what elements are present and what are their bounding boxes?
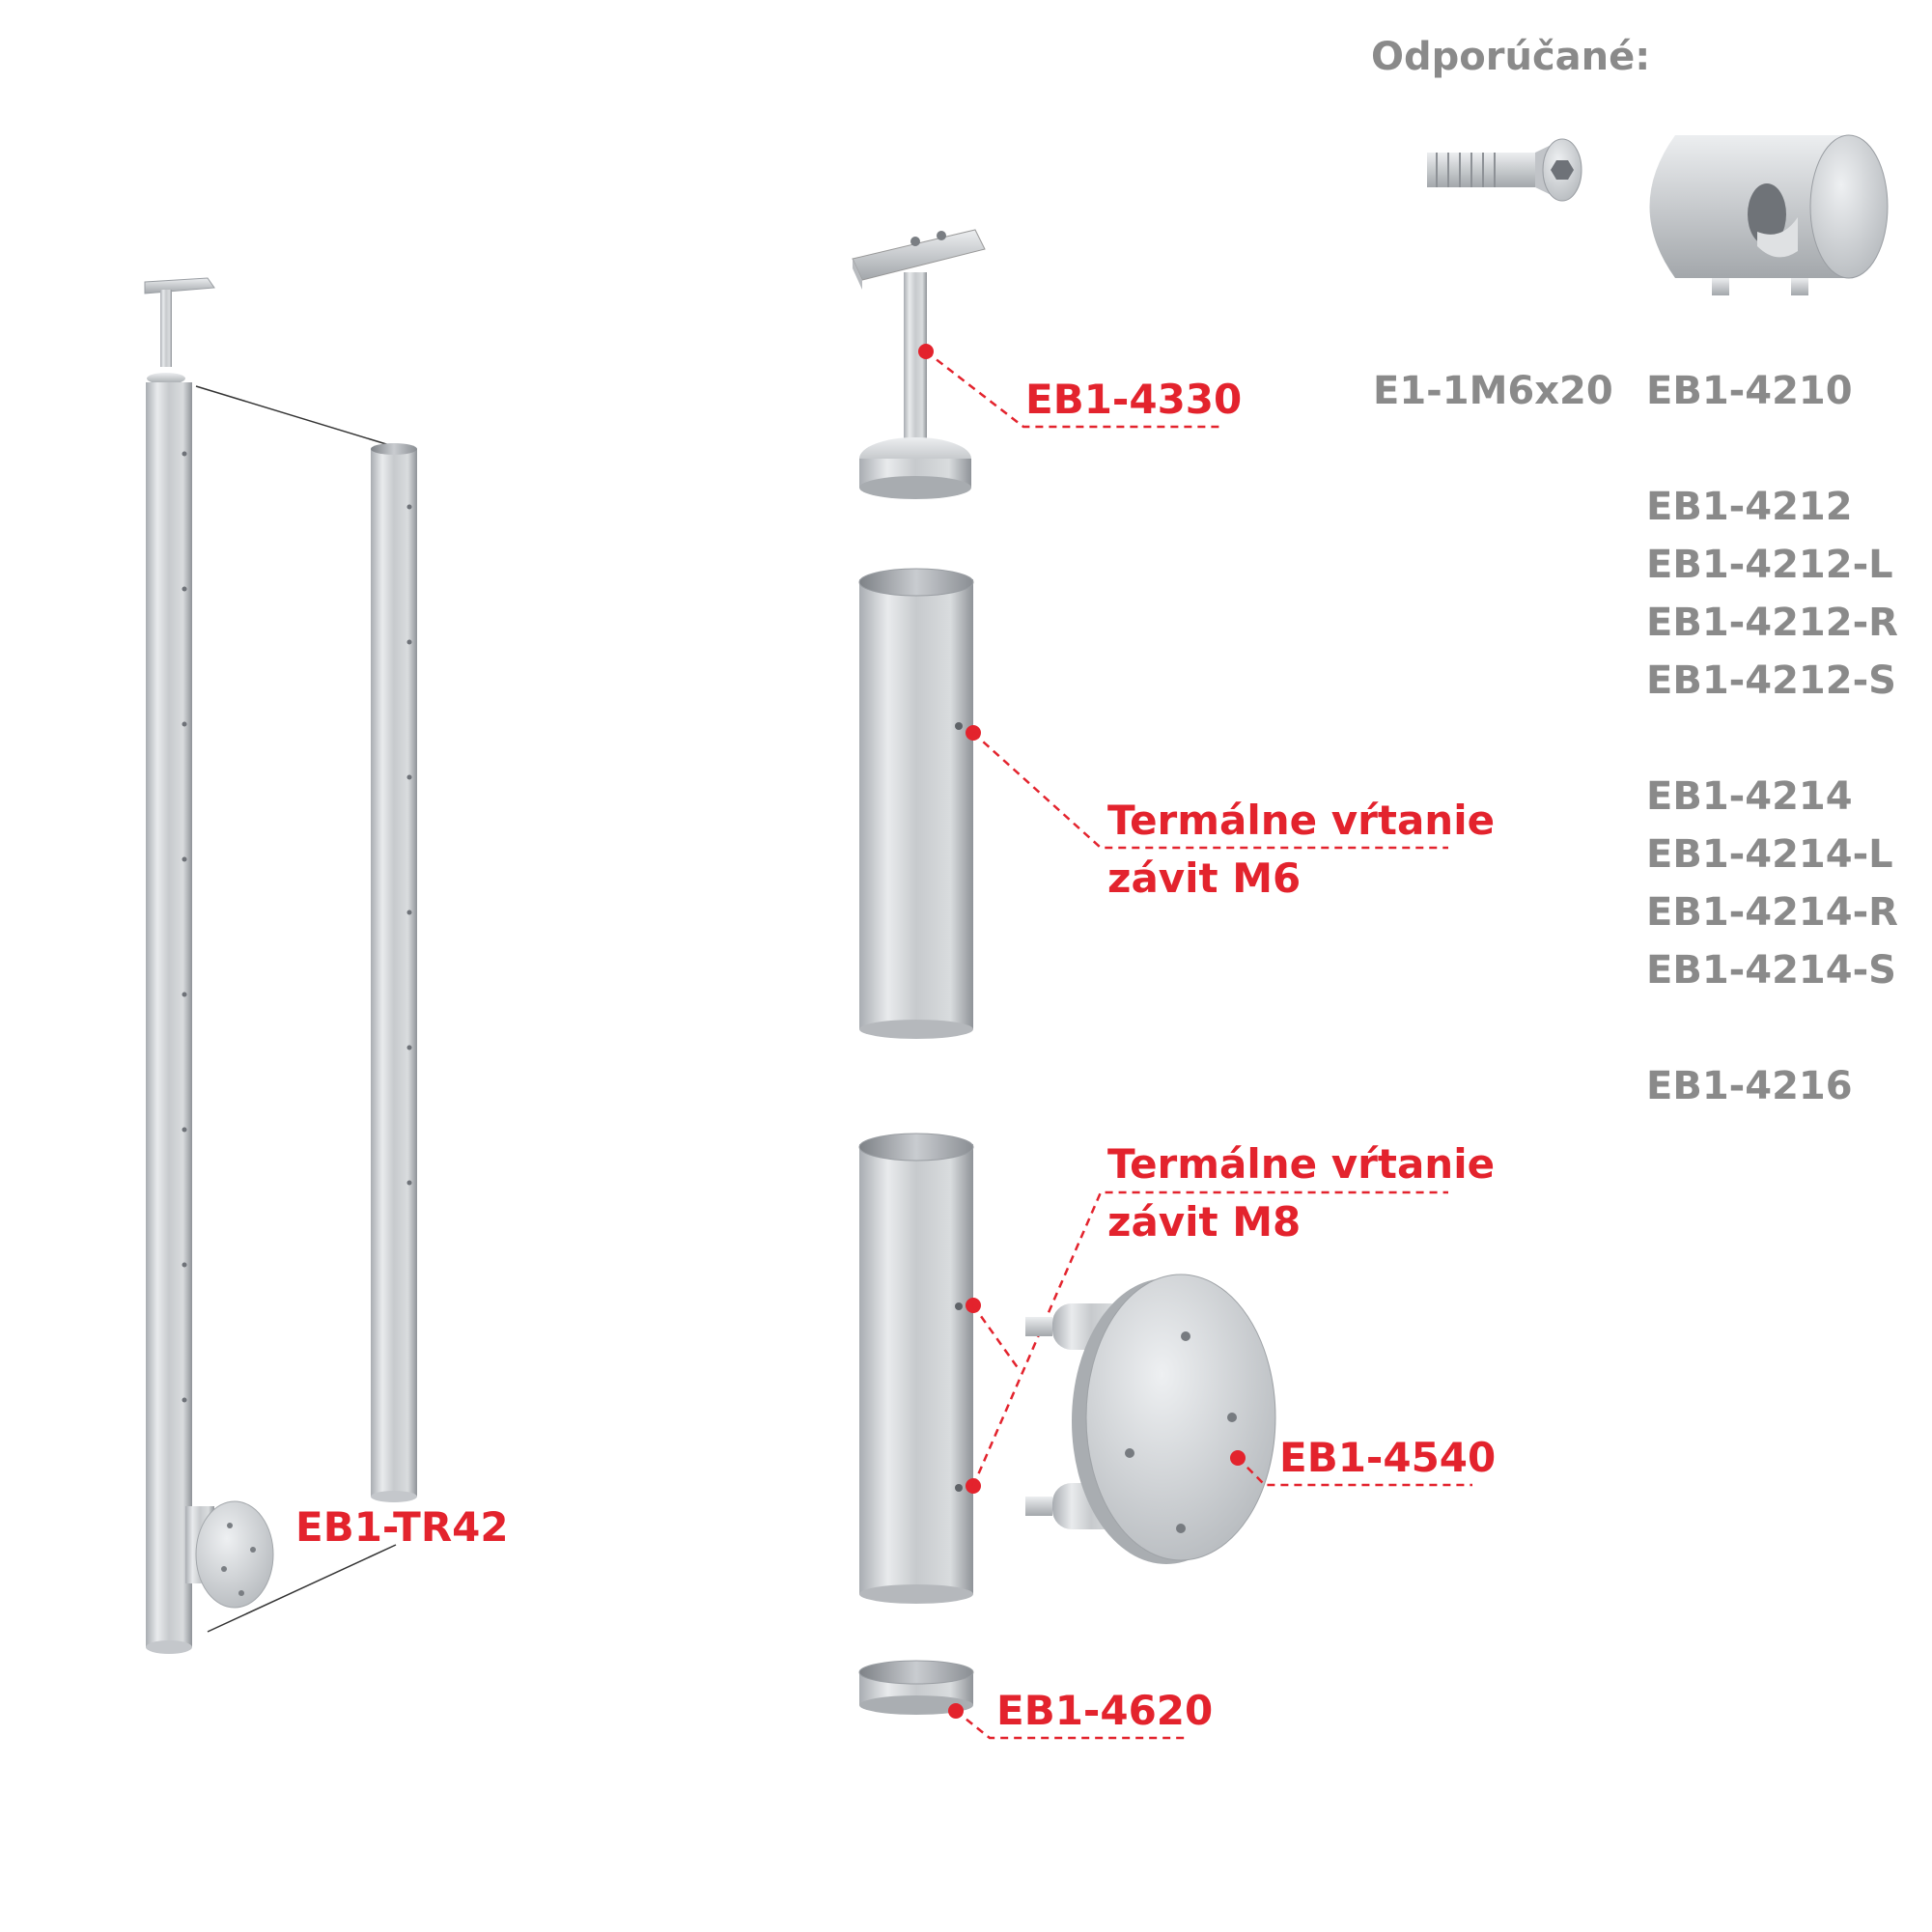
screw-image <box>1427 138 1582 202</box>
label-drilling-m8-line2: závit M8 <box>1107 1198 1301 1246</box>
holder-stem <box>904 272 927 448</box>
holder-saddle <box>852 229 986 281</box>
holder-code: EB1-4212-R <box>1646 601 1898 645</box>
holder-code: EB1-4216 <box>1646 1064 1853 1108</box>
base-flange <box>1025 1274 1276 1564</box>
assembled-post <box>144 277 274 1654</box>
holder-code: EB1-4214-L <box>1646 832 1893 877</box>
leader-line-m8-upper <box>971 1304 1021 1370</box>
label-drilling-m8-line1: Termálne vŕtanie <box>1107 1140 1495 1188</box>
post-cap <box>147 373 185 384</box>
flange-disc <box>1085 1274 1276 1561</box>
upper-tube-body <box>859 579 973 1029</box>
recommended-screw-code: E1-1M6x20 <box>1373 369 1613 413</box>
holder-code: EB1-4212 <box>1646 485 1853 529</box>
post-flange-disc <box>195 1500 274 1609</box>
recommended-holder-codes: EB1-4210 EB1-4212 EB1-4212-L EB1-4212-R … <box>1646 369 1898 1108</box>
drilled-tube-opening <box>371 443 417 455</box>
holder-thread-right <box>1791 278 1808 295</box>
label-base-flange: EB1-4540 <box>1279 1434 1496 1481</box>
upper-tube-opening <box>858 568 974 597</box>
drilled-tube <box>371 443 417 1502</box>
post-saddle-stem <box>160 290 172 367</box>
label-handrail-holder: EB1-4330 <box>1025 376 1242 423</box>
post-tube-bottom <box>146 1640 192 1654</box>
end-cap <box>858 1660 974 1715</box>
label-drilling-m6-line2: závit M6 <box>1107 854 1301 902</box>
end-cap-opening <box>858 1660 974 1685</box>
lower-tube-body <box>859 1144 973 1594</box>
screw-shank <box>1427 153 1535 187</box>
lower-tube-opening <box>858 1133 974 1162</box>
holder-end <box>1809 134 1889 279</box>
holder-code: EB1-4210 <box>1646 369 1853 413</box>
post-saddle-top <box>144 277 215 294</box>
upper-tube <box>858 568 974 1039</box>
handrail-holder <box>852 229 986 499</box>
recommended-heading: Odporúčané: <box>1371 35 1650 79</box>
leader-line-4620 <box>955 1710 1190 1740</box>
holder-thread-left <box>1712 278 1729 295</box>
holder-code: EB1-4214-S <box>1646 948 1896 993</box>
drilled-tube-body <box>371 449 417 1497</box>
post-tube <box>146 382 192 1647</box>
leader-line-4540 <box>1237 1457 1472 1487</box>
holder-hole <box>1748 183 1786 245</box>
holder-code: EB1-4212-S <box>1646 658 1896 703</box>
label-end-cap: EB1-4620 <box>996 1687 1213 1734</box>
leader-line-m6 <box>972 732 1448 850</box>
label-post-assembly: EB1-TR42 <box>295 1503 509 1551</box>
flange-thread-lower <box>1025 1497 1052 1516</box>
drilled-tube-holes <box>406 504 412 1186</box>
label-drilling-m6-line1: Termálne vŕtanie <box>1107 797 1495 844</box>
crossbar-holder-image <box>1649 134 1889 295</box>
holder-code: EB1-4212-L <box>1646 543 1893 587</box>
connector-line-top <box>195 385 397 448</box>
post-holes <box>182 451 187 1403</box>
lower-tube <box>858 1133 974 1604</box>
leader-line-4330 <box>925 350 1221 429</box>
connector-line-bottom <box>207 1544 397 1633</box>
flange-thread-upper <box>1025 1317 1052 1336</box>
holder-code: EB1-4214 <box>1646 774 1853 819</box>
holder-code: EB1-4214-R <box>1646 890 1898 935</box>
